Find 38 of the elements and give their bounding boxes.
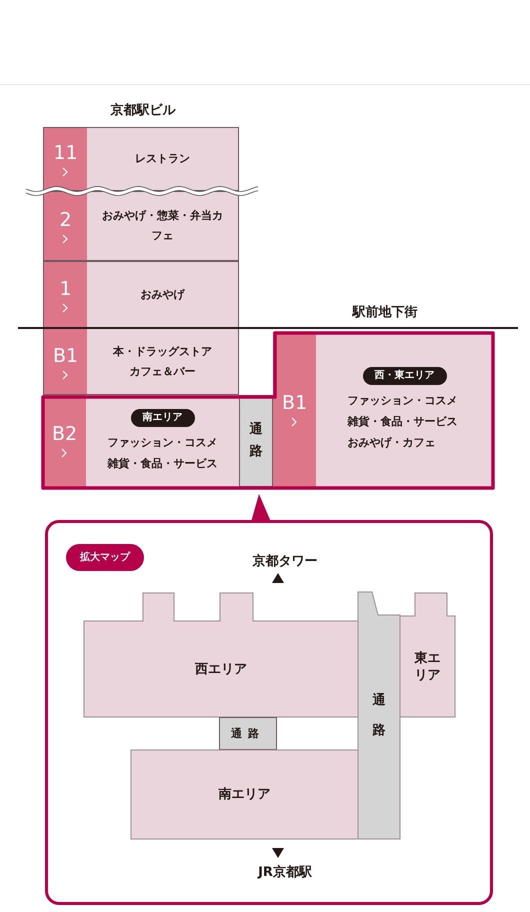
passage-area: [219, 717, 277, 750]
building-name: 京都駅ビル: [110, 102, 177, 119]
shop-categories: ファッション・コスメ雑貨・食品・サービス: [106, 434, 218, 472]
passage-area: [239, 395, 273, 487]
direction-label: JR京都駅: [256, 864, 313, 881]
floor-number: 2: [58, 209, 73, 231]
shop-categories: レストラン: [135, 151, 190, 167]
passage-label: 通路: [372, 692, 386, 740]
passage-label: 通路: [248, 421, 264, 461]
shop-categories: おみやげ: [140, 286, 184, 302]
shop-area: [131, 750, 358, 839]
floor-section: [273, 332, 493, 487]
floor-section: [43, 127, 239, 191]
floor-number: B1: [52, 344, 80, 366]
floor-section: [43, 191, 239, 261]
shop-categories: ファッション・コスメ雑貨・食品・サービスおみやげ・カフェ: [347, 392, 458, 450]
shop-categories: 本・ドラッグストアカフェ＆バー: [112, 344, 213, 380]
zoom-map-panel: [45, 520, 493, 905]
area-name: 駅前地下街: [351, 304, 418, 321]
floor-section: [43, 261, 239, 328]
floor-number: 11: [52, 142, 79, 164]
direction-label: 京都タワー: [252, 553, 318, 570]
floor-number: 1: [58, 278, 73, 300]
floor-number: B2: [50, 423, 78, 445]
passage-area: [358, 592, 400, 839]
shop-area: [84, 593, 358, 717]
shop-categories: おみやげ・惣菜・弁当カフェ: [102, 208, 223, 244]
area-label: 西エリア: [195, 660, 247, 678]
floor-section: [43, 328, 239, 395]
map-tag: 拡大マップ: [66, 544, 144, 571]
passage-label: 通路: [231, 726, 265, 742]
area-tag: 南エリア: [130, 408, 194, 426]
shop-area: [400, 593, 455, 717]
area-label: 南エリア: [218, 786, 270, 803]
floor-number: B1: [280, 392, 308, 414]
area-label: 東エリア: [413, 650, 442, 684]
area-tag: 西・東エリア: [362, 366, 446, 384]
floor-section: [43, 395, 239, 487]
